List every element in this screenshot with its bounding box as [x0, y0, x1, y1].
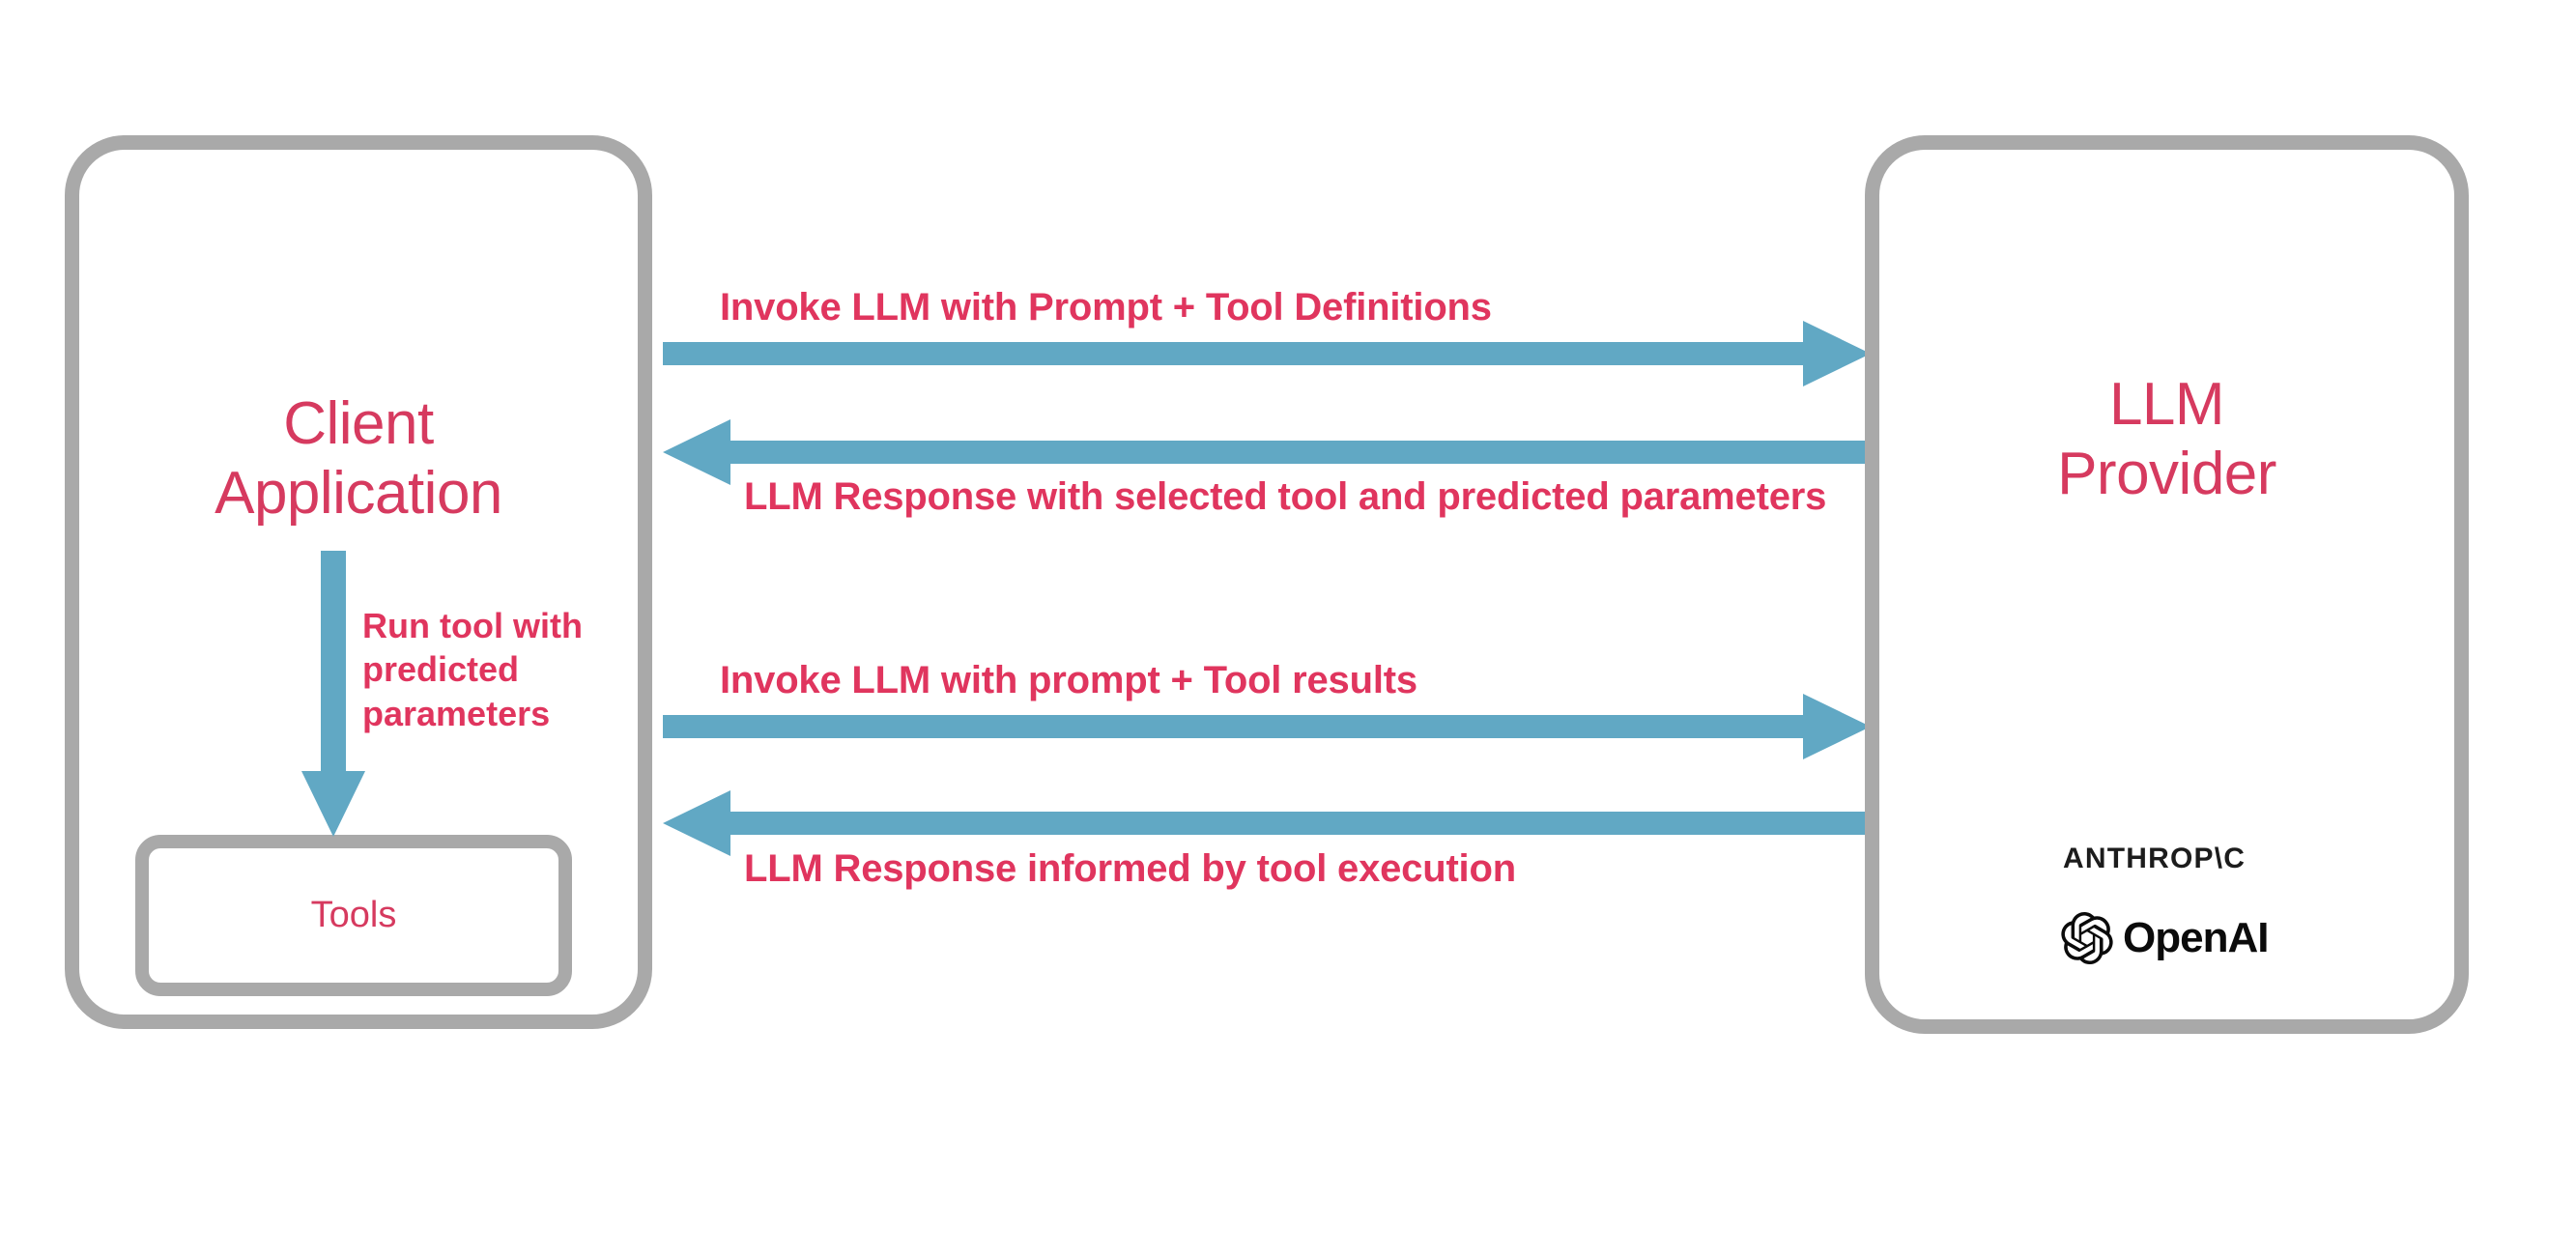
anthropic-logo: ANTHROP\C [2063, 843, 2247, 874]
llm-response-tool-label: LLM Response with selected tool and pred… [744, 475, 1827, 518]
client-title-line-1: Client [283, 390, 434, 457]
invoke-definitions-label: Invoke LLM with Prompt + Tool Definition… [720, 286, 1492, 329]
openai-logo: OpenAI [2061, 912, 2269, 964]
llm-provider-title: LLM Provider [1879, 370, 2454, 509]
client-application-box[interactable]: Client Application Tools [65, 135, 652, 1029]
llm-response-informed-arrow [663, 790, 1871, 856]
client-application-title: Client Application [79, 389, 638, 529]
llm-response-tool-arrow [663, 419, 1871, 485]
run-tool-arrow [301, 551, 365, 837]
tools-box[interactable]: Tools [135, 835, 572, 996]
tools-label: Tools [310, 895, 397, 935]
llm-title-line-1: LLM [2108, 371, 2225, 438]
invoke-results-label: Invoke LLM with prompt + Tool results [720, 659, 1417, 701]
run-tool-label: Run tool with predicted parameters [362, 606, 583, 733]
llm-response-informed-label: LLM Response informed by tool execution [744, 847, 1516, 890]
openai-wordmark: OpenAI [2123, 914, 2269, 961]
openai-spiral-icon [2061, 912, 2113, 964]
invoke-results-arrow [663, 694, 1871, 759]
llm-title-line-2: Provider [2057, 440, 2276, 507]
invoke-definitions-arrow [663, 321, 1871, 386]
client-title-line-2: Application [215, 459, 502, 527]
llm-provider-box[interactable]: LLM Provider [1865, 135, 2469, 1034]
